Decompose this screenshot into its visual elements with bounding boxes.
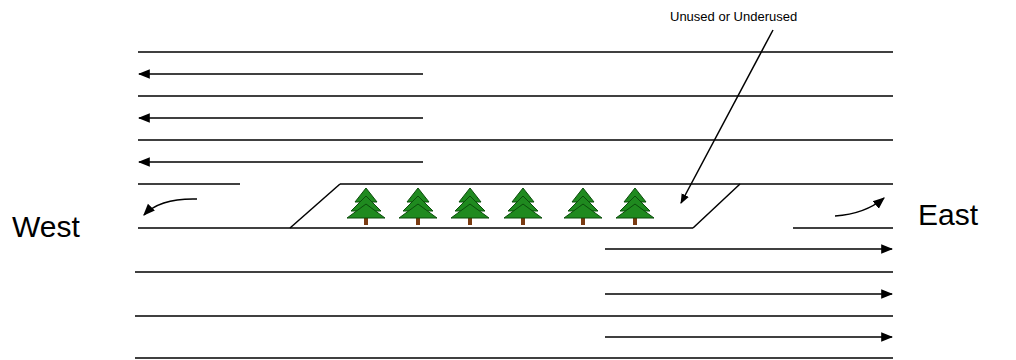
tree [616, 188, 654, 225]
direction-label: East [918, 200, 978, 230]
lane-lines [135, 52, 893, 358]
tree [451, 188, 489, 225]
tree [399, 188, 437, 225]
tree-crown [564, 204, 602, 218]
callout-note: Unused or Underused [670, 10, 797, 23]
median-trees [347, 188, 654, 225]
traffic-arrows [139, 74, 892, 337]
tree [564, 188, 602, 225]
tree-crown [347, 204, 385, 218]
tree [347, 188, 385, 225]
tree [504, 188, 542, 225]
tree-crown [451, 204, 489, 218]
tree-crown [399, 204, 437, 218]
tree-crown [504, 204, 542, 218]
tree-crown [616, 204, 654, 218]
direction-label: West [12, 212, 80, 242]
leader-line [681, 30, 773, 203]
